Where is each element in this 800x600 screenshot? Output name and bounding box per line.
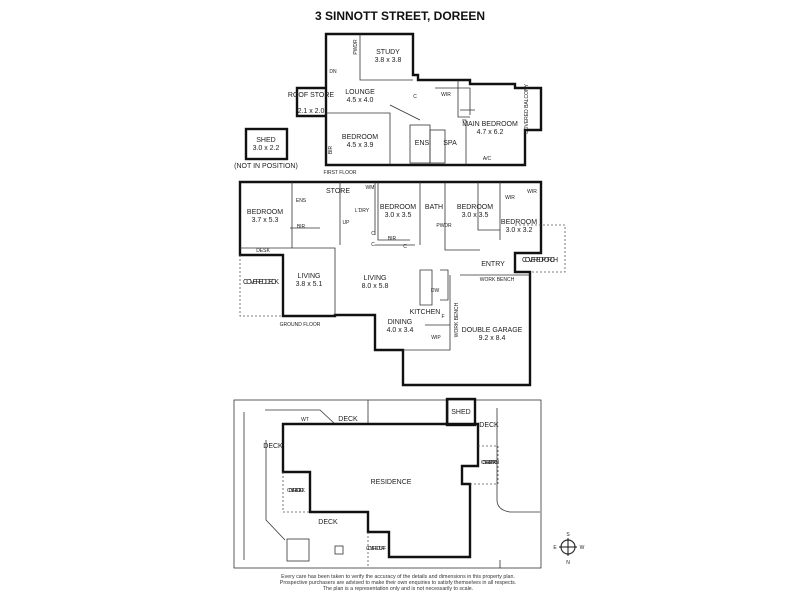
room-label: WIR — [527, 189, 537, 195]
room-label: C — [371, 231, 375, 237]
room-label: WM — [366, 185, 375, 191]
room-label: WIP — [431, 335, 441, 341]
compass-w: W — [580, 545, 585, 551]
room-label: BIR — [328, 145, 334, 154]
disclaimer-line: The plan is a representation only and is… — [323, 586, 473, 592]
room-size: 3.0 x 3.2 — [506, 227, 533, 234]
room-name: LIVING — [298, 273, 321, 280]
room-label: L'DRY — [355, 208, 370, 214]
room-label: PWDR — [353, 39, 359, 55]
room-label: KITCHEN — [410, 309, 441, 316]
floor-label: FIRST FLOOR — [324, 170, 357, 176]
room-name: BEDROOM — [342, 134, 378, 141]
site-plan: SHED DECK WT DECK DECK COVERED PORCH RES… — [233, 397, 542, 569]
room-label: COVERED BALCONY — [524, 83, 530, 134]
ground-floor-plan: BEDROOM 3.7 x 5.3 LIVING 3.8 x 5.1 LIVIN… — [238, 180, 566, 387]
floor-label: GROUND FLOOR — [280, 322, 321, 328]
room-label: STORE — [326, 188, 350, 195]
room-name: BEDROOM — [380, 204, 416, 211]
room-name: ROOF STORE — [288, 92, 334, 99]
shed-note: (NOT IN POSITION) — [234, 163, 298, 170]
plan-title: 3 SINNOTT STREET, DOREEN — [315, 9, 485, 23]
room-label: C — [403, 244, 407, 250]
room-name: LIVING — [364, 275, 387, 282]
room-size: 3.0 x 2.2 — [253, 145, 280, 152]
room-label: BATH — [425, 204, 443, 211]
room-name: BEDROOM — [457, 204, 493, 211]
room-name: LOUNGE — [345, 89, 375, 96]
site-label: DECK — [263, 443, 283, 450]
room-name: STUDY — [376, 49, 400, 56]
room-label: ENS — [415, 140, 430, 147]
room-size: 3.7 x 5.3 — [252, 217, 279, 224]
room-label: ENS — [296, 198, 307, 204]
room-label: BIR — [297, 224, 306, 230]
room-size: 8.0 x 5.8 — [362, 283, 389, 290]
site-label: DECK — [338, 416, 358, 423]
site-label: WT — [301, 417, 309, 423]
room-label: BIR — [388, 236, 397, 242]
compass-s: S — [566, 532, 570, 538]
room-label: WORK BENCH — [454, 302, 460, 337]
room-label: COVERED PORCH — [522, 257, 558, 264]
compass-icon: S N E W — [553, 532, 584, 566]
room-label: C — [371, 242, 375, 248]
room-label: A/C — [483, 156, 492, 162]
room-name: BEDROOM — [247, 209, 283, 216]
shed-plan: SHED 3.0 x 2.2 (NOT IN POSITION) — [234, 127, 298, 170]
room-label: DESK — [256, 248, 270, 254]
room-label: WIR — [505, 195, 515, 201]
room-size: 4.0 x 3.4 — [387, 327, 414, 334]
room-label: WIR — [441, 92, 451, 98]
room-size: 4.5 x 3.9 — [347, 142, 374, 149]
room-size: 3.0 x 3.5 — [385, 212, 412, 219]
site-label: COVERED PORCH — [481, 460, 499, 466]
site-label: COVERED DECK — [287, 488, 306, 494]
room-name: DINING — [388, 319, 413, 326]
room-label: C — [413, 94, 417, 100]
site-label: COVERED TURF — [366, 546, 386, 552]
site-label: DECK — [318, 519, 338, 526]
room-size: 3.0 x 3.5 — [462, 212, 489, 219]
room-label: DN — [329, 69, 337, 75]
room-label: DW — [431, 288, 440, 294]
room-label: WORK BENCH — [480, 277, 515, 283]
room-name: SHED — [256, 137, 275, 144]
room-size: 3.8 x 5.1 — [296, 281, 323, 288]
site-label: RESIDENCE — [371, 479, 412, 486]
room-label: ENTRY — [481, 261, 505, 268]
room-label: F — [441, 314, 444, 320]
site-label: SHED — [451, 409, 470, 416]
room-size: 4.5 x 4.0 — [347, 97, 374, 104]
disclaimer-line: Every care has been taken to verify the … — [281, 574, 515, 580]
compass-n: N — [566, 560, 570, 566]
room-label: PWDR — [436, 223, 452, 229]
room-size: 3.8 x 3.8 — [375, 57, 402, 64]
first-floor-plan: STUDY 3.8 x 3.8 LOUNGE 4.5 x 4.0 ROOF ST… — [288, 32, 543, 176]
room-label: COVERED DECK — [243, 279, 279, 286]
site-label: DECK — [479, 422, 499, 429]
room-name: MAIN BEDROOM — [462, 121, 518, 128]
room-size: 4.7 x 6.2 — [477, 129, 504, 136]
room-size: 9.2 x 8.4 — [479, 335, 506, 342]
room-label: UP — [343, 220, 351, 226]
disclaimer-line: Prospective purchasers are advised to ma… — [280, 580, 516, 586]
room-size: 2.1 x 2.0 — [298, 108, 325, 115]
compass-e: E — [553, 545, 557, 551]
room-label: SPA — [443, 140, 457, 147]
room-name: BEDROOM — [501, 219, 537, 226]
room-name: DOUBLE GARAGE — [462, 327, 523, 334]
